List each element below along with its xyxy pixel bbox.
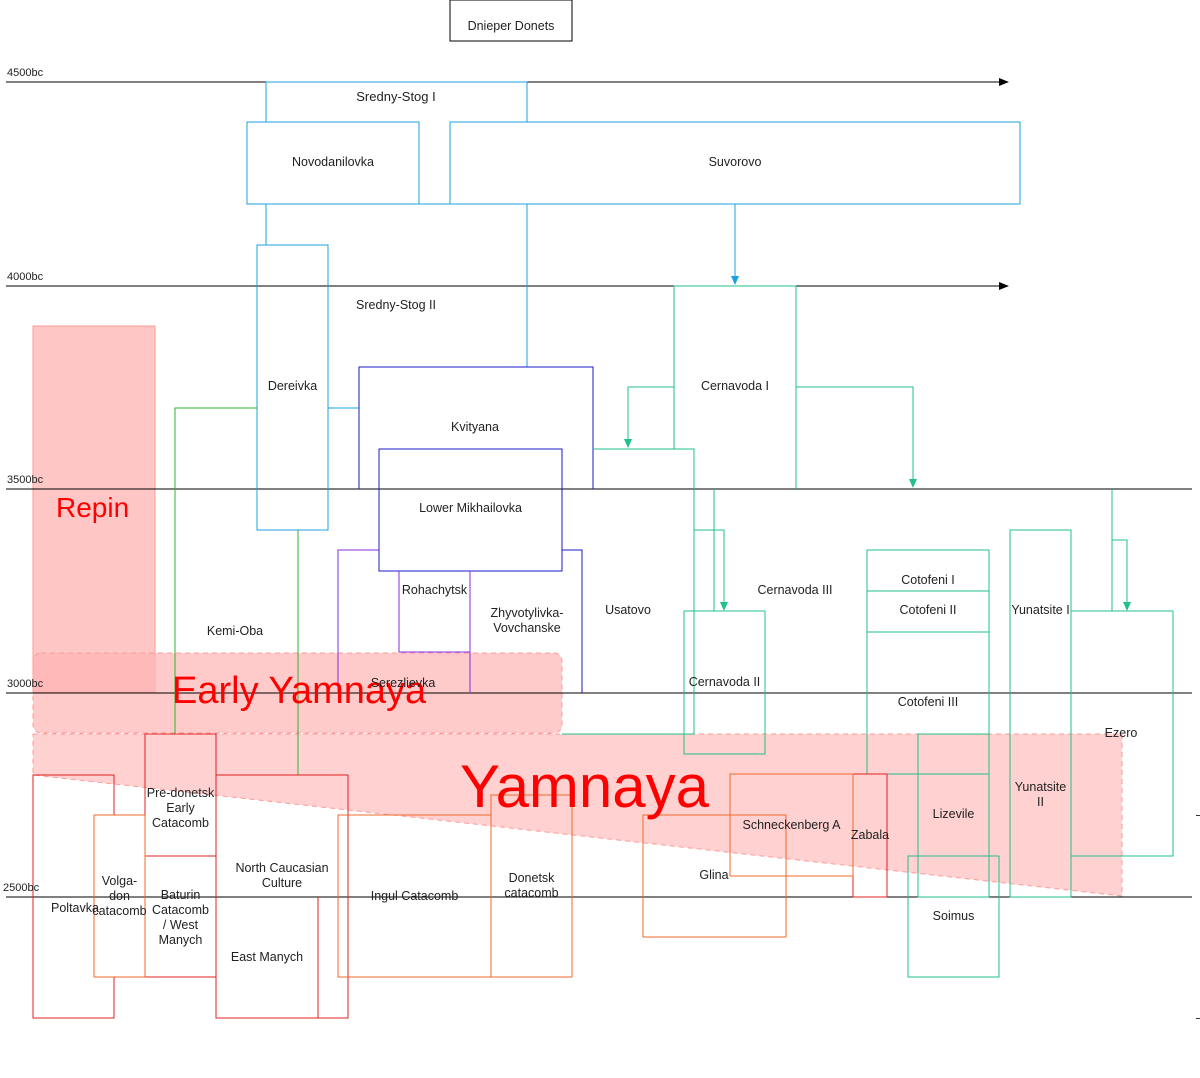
- dnieper-donets-label: Dnieper Donets: [467, 19, 555, 33]
- usatovo-label: Usatovo: [605, 603, 651, 617]
- repin-region: [32, 325, 156, 693]
- yamnaya-label: Yamnaya: [460, 753, 710, 820]
- poltavka-outline: [32, 774, 115, 1019]
- dereivka-label: Dereivka: [267, 379, 318, 393]
- baturin-label: Baturin Catacomb / West Manych: [152, 888, 209, 947]
- pre-donetsk-label: Pre-donetsk Early Catacomb: [146, 786, 215, 830]
- donetsk-box: [490, 794, 573, 978]
- lower-mikhailovka-label: Lower Mikhailovka: [419, 501, 522, 515]
- suvorovo-label: Suvorovo: [708, 155, 762, 169]
- sredny-stog-1-outline: [265, 81, 528, 122]
- yunatsite-2-label: Yunatsite II: [1014, 780, 1067, 809]
- north-caucasian-label: North Caucasian Culture: [235, 861, 329, 890]
- timeline-label-4500bc: 4500bc: [7, 67, 44, 79]
- cernavoda-3-label: Cernavoda III: [757, 583, 833, 597]
- zhyvotylivka-label: Zhyvotylivka- Vovchanske: [490, 606, 564, 635]
- poltavka-label: Poltavka: [51, 901, 99, 915]
- serezlievka-outline: [337, 549, 379, 693]
- dnieper-donets-box: [449, 0, 573, 42]
- lizevile-box: [917, 733, 990, 898]
- cernavoda-3-arrow: [694, 529, 728, 611]
- novodanilovka-label: Novodanilovka: [292, 155, 374, 169]
- novodanilovka-box: [246, 121, 420, 205]
- usatovo-outline: [562, 549, 583, 693]
- schneckenberg-box: [729, 773, 854, 877]
- cotofeni-3-box: [866, 631, 990, 775]
- volga-don-box: [93, 814, 146, 978]
- kemi-oba-label: Kemi-Oba: [206, 624, 264, 638]
- timeline-label-4000bc: 4000bc: [7, 271, 44, 283]
- cotofeni-2-label: Cotofeni II: [899, 603, 957, 617]
- early-yamnaya-label: Early Yamnaya: [172, 670, 427, 712]
- cotofeni-3-label: Cotofeni III: [897, 695, 959, 709]
- yunatsite-1-box: [1009, 529, 1072, 898]
- kvityana-label: Kvityana: [451, 420, 499, 434]
- soimus-box: [907, 855, 1000, 978]
- donetsk-label: Donetsk catacomb: [504, 871, 559, 900]
- edge-tick: [1196, 815, 1200, 816]
- cernavoda-2-box: [683, 610, 766, 755]
- sredny-stog-1-label: Sredny-Stog I: [356, 89, 436, 104]
- cotofeni-1-label: Cotofeni I: [901, 573, 955, 587]
- timeline-label-2500bc: 2500bc: [3, 882, 40, 894]
- yunatsite-1-label: Yunatsite I: [1011, 603, 1070, 617]
- kemi-oba-line: [174, 407, 257, 734]
- ezero-outline: [1071, 610, 1174, 857]
- ingul-label: Ingul Catacomb: [370, 889, 459, 903]
- kvityana-outline: [358, 366, 594, 489]
- east-manych-label: East Manych: [230, 950, 304, 964]
- cernavoda-1-arrow-right: [796, 386, 917, 488]
- zabala-label: Zabala: [850, 828, 890, 842]
- sredny-stog-2-label: Sredny-Stog II: [356, 298, 436, 312]
- rohachytsk-label: Rohachytsk: [401, 583, 468, 597]
- cernavoda-1-arrow-left: [624, 386, 674, 448]
- serezlievka-label: Serezlievka: [370, 676, 436, 690]
- timeline-label-3500bc: 3500bc: [7, 474, 44, 486]
- repin-label: Repin: [56, 492, 130, 523]
- ezero-arrow: [1112, 539, 1131, 611]
- edge-tick: [1196, 1018, 1200, 1019]
- north-caucasian-box: [215, 774, 349, 1019]
- soimus-label: Soimus: [932, 909, 975, 923]
- usatovo-teal-outline: [562, 448, 695, 735]
- cernavoda-2-label: Cernavoda II: [688, 675, 761, 689]
- rohachytsk-outline: [398, 571, 471, 653]
- dereivka-box: [256, 244, 329, 531]
- cernavoda-1-label: Cernavoda I: [700, 379, 770, 393]
- ezero-label: Ezero: [1104, 726, 1138, 740]
- timeline-label-3000bc: 3000bc: [7, 678, 44, 690]
- schneckenberg-label: Schneckenberg A: [742, 818, 841, 832]
- lizevile-label: Lizevile: [932, 807, 975, 821]
- glina-label: Glina: [699, 868, 729, 882]
- volga-don-label: Volga- don catacomb: [92, 874, 147, 918]
